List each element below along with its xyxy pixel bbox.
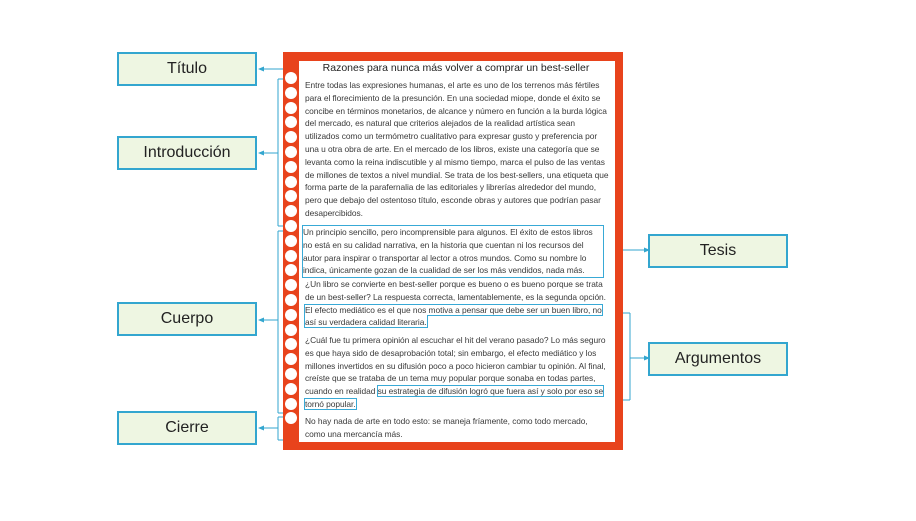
binding-ring <box>285 146 297 158</box>
binding-ring <box>285 116 297 129</box>
binding-ring <box>285 308 297 321</box>
argument-1-highlight: El efecto mediático es el que nos motiva… <box>304 303 603 329</box>
label-titulo: Título <box>117 52 257 86</box>
document-page <box>299 61 615 442</box>
cierre-arrowhead <box>258 425 264 431</box>
binding-ring <box>285 397 297 410</box>
tesis-arrowhead <box>644 247 650 253</box>
closing-paragraph: No hay nada de arte en todo esto: se man… <box>305 416 588 439</box>
binding-ring <box>285 368 297 380</box>
introduccion-arrowhead <box>258 150 264 156</box>
binding-ring <box>285 294 297 306</box>
label-argumentos: Argumentos <box>648 342 788 376</box>
argument-2-highlight: su estrategia de difusión logró que fuer… <box>303 385 605 410</box>
binding-ring <box>285 72 297 84</box>
binding-ring <box>285 160 297 173</box>
titulo-arrowhead <box>258 66 264 72</box>
thesis-paragraph: Un principio sencillo, pero incomprensib… <box>302 224 604 279</box>
body-paragraph-1-text: ¿Un libro se convierte en best-seller po… <box>305 279 606 302</box>
body-paragraph-2: ¿Cuál fue tu primera opinión al escuchar… <box>303 334 610 411</box>
binding-ring <box>285 86 297 99</box>
binding-ring <box>285 234 297 247</box>
binding-ring <box>285 190 297 203</box>
binding-ring <box>285 264 297 277</box>
introduction-paragraph: Entre todas las expresiones humanas, el … <box>305 80 609 218</box>
binding-ring <box>285 249 297 262</box>
binding-ring <box>285 205 297 218</box>
label-tesis: Tesis <box>648 234 788 268</box>
document-title: Razones para nunca más volver a comprar … <box>322 62 590 74</box>
binding-ring <box>285 412 297 425</box>
label-introduccion: Introducción <box>117 136 257 170</box>
binding-ring <box>285 323 297 336</box>
label-cuerpo: Cuerpo <box>117 302 257 336</box>
binding-ring <box>285 279 297 292</box>
binding-ring <box>285 338 297 351</box>
binding-ring <box>285 220 297 232</box>
binding-ring <box>285 131 297 144</box>
body-paragraph-1: ¿Un libro se convierte en best-seller po… <box>304 278 610 329</box>
argumentos-arrowhead <box>644 355 650 361</box>
cuerpo-arrowhead <box>258 317 264 323</box>
binding-ring <box>285 353 297 366</box>
binding-ring <box>285 175 297 188</box>
body-paragraph-2-text: ¿Cuál fue tu primera opinión al escuchar… <box>305 335 606 397</box>
binding-ring <box>285 101 297 114</box>
binding-ring <box>285 382 297 395</box>
label-cierre: Cierre <box>117 411 257 445</box>
